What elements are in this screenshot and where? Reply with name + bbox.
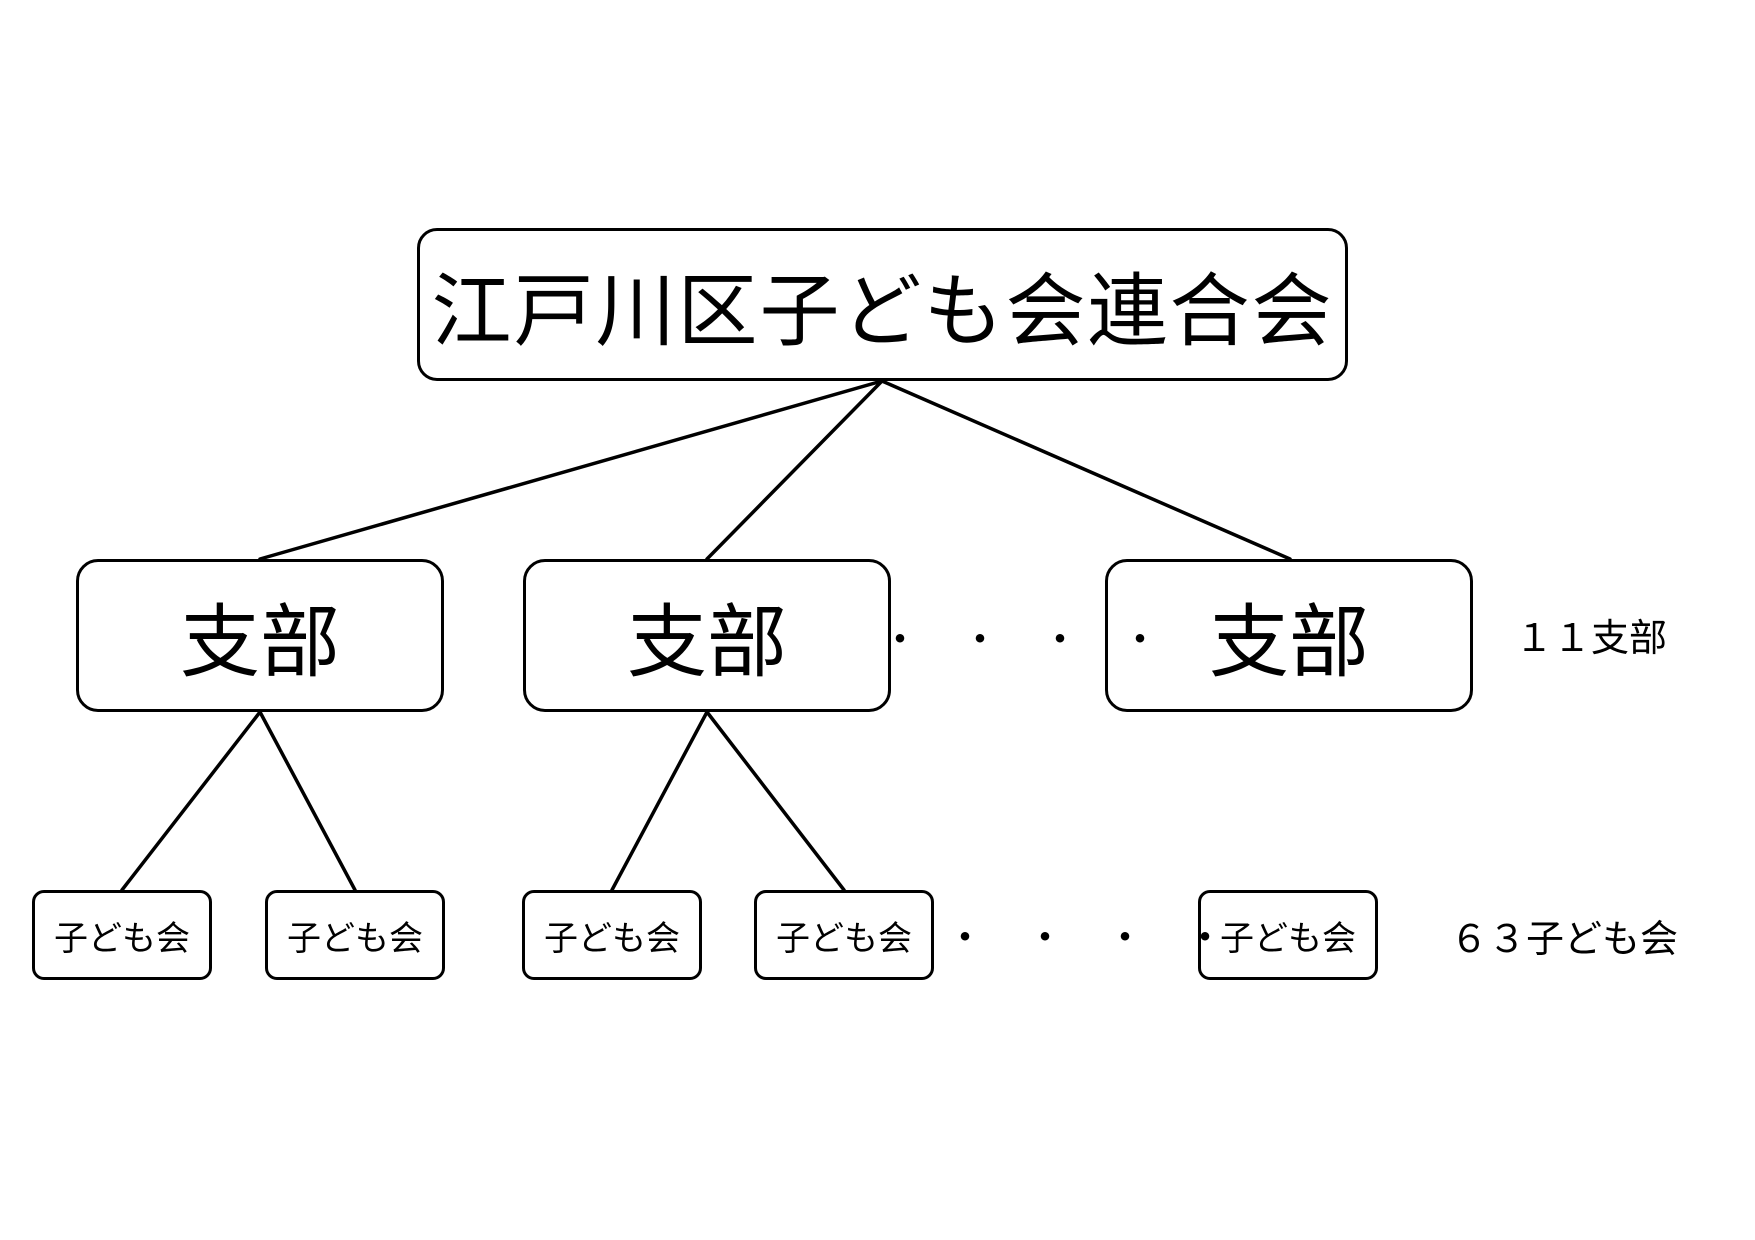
leaf-ellipsis: ・・・・ [945, 915, 1265, 961]
branch-node: 支部 [523, 559, 891, 712]
branch-2-to-leaf-3-line [610, 710, 709, 892]
branch-node-label: 支部 [627, 595, 787, 689]
branch-node-label: 支部 [180, 595, 340, 689]
leaf-node-label: 子ども会 [54, 918, 190, 959]
branch-ellipsis: ・・・・ [880, 617, 1200, 663]
branch-1-to-leaf-1-line [120, 710, 262, 892]
branch-node-label: 支部 [1209, 595, 1369, 689]
branch-2-to-leaf-4-line [705, 710, 846, 892]
branch-node: 支部 [76, 559, 444, 712]
root-node: 江戸川区子ども会連合会 [417, 228, 1348, 381]
leaf-node: 子ども会 [265, 890, 445, 980]
leaf-node: 子ども会 [522, 890, 702, 980]
leaf-node-label: 子ども会 [1220, 918, 1356, 959]
branch-1-to-leaf-2-line [258, 710, 357, 892]
branch-node: 支部 [1105, 559, 1473, 712]
root-to-branch-2-line [705, 379, 884, 561]
leaf-node: 子ども会 [754, 890, 934, 980]
branch-count-label: １１支部 [1515, 616, 1668, 660]
leaf-node: 子ども会 [1198, 890, 1378, 980]
leaf-node-label: 子ども会 [287, 918, 423, 959]
root-node-label: 江戸川区子ども会連合会 [431, 264, 1334, 358]
leaf-node: 子ども会 [32, 890, 212, 980]
root-to-branch-1-line [258, 379, 884, 561]
leaf-node-label: 子ども会 [544, 918, 680, 959]
leaf-node-label: 子ども会 [776, 918, 912, 959]
leaf-count-label: ６３子ども会 [1450, 917, 1679, 961]
root-to-branch-3-line [880, 379, 1292, 561]
